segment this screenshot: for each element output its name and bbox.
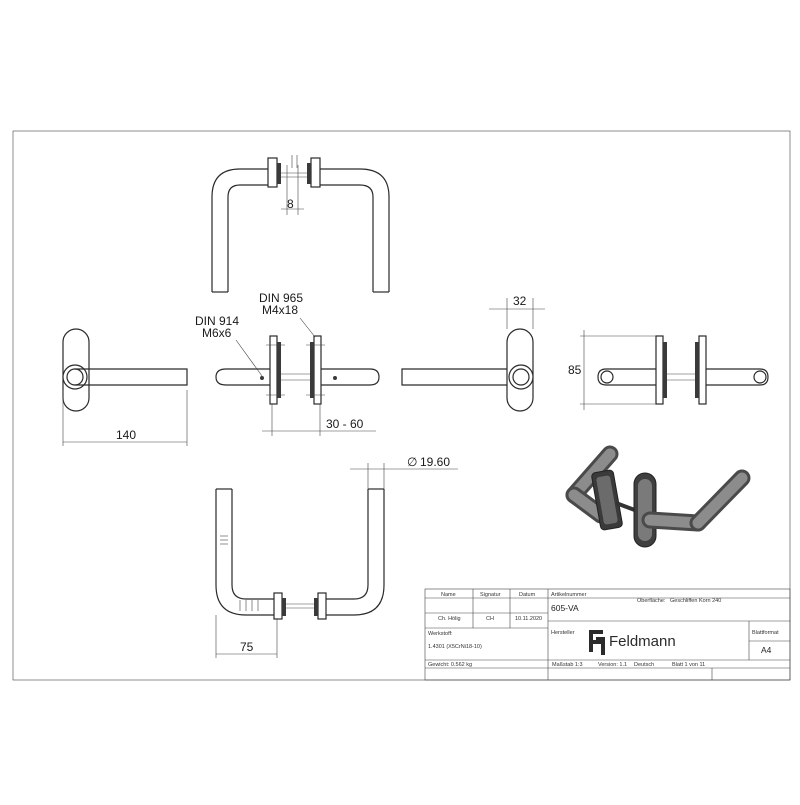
tb-weight: Gewicht: 0.562 kg bbox=[428, 662, 472, 668]
dim-rose-width: 32 bbox=[513, 294, 527, 308]
tb-material-label: Werkstoff: bbox=[428, 631, 453, 637]
tb-row1-date: 10.11.2020 bbox=[515, 616, 542, 622]
center-rose-right bbox=[313, 335, 322, 405]
far-lever-right bbox=[700, 368, 769, 386]
bottom-view: 75 ∅ 19.60 bbox=[215, 455, 458, 658]
top-right-lever bbox=[318, 168, 390, 292]
dim-offset: 75 bbox=[240, 640, 254, 654]
isometric-view bbox=[565, 445, 751, 548]
title-block: Name Signatur Datum Artikelnummer Oberfl… bbox=[424, 588, 791, 681]
dim-lever-length: 140 bbox=[116, 428, 136, 442]
tb-header-article-label: Artikelnummer bbox=[551, 592, 587, 598]
tb-header-date: Datum bbox=[519, 592, 536, 598]
top-rose-left bbox=[267, 157, 278, 188]
tb-surface-label: Oberfläche: bbox=[637, 598, 666, 604]
tb-surface-value: Geschliffen Korn 240 bbox=[670, 598, 721, 604]
far-rose-left bbox=[655, 335, 664, 405]
top-left-lever bbox=[211, 168, 270, 292]
sheet-border bbox=[12, 130, 791, 681]
label-din965-line2: M4x18 bbox=[262, 303, 298, 317]
dim-rose-gap: 8 bbox=[287, 197, 294, 211]
feldmann-logo-icon bbox=[589, 630, 605, 655]
side-view-left: 140 bbox=[62, 328, 188, 446]
dim-rose-height: 85 bbox=[568, 363, 582, 377]
side-view-far-right: 85 bbox=[568, 330, 769, 410]
dim-diameter: 19.60 bbox=[420, 455, 450, 469]
tb-sheet-format-value: A4 bbox=[761, 645, 772, 655]
side-view-right: 32 bbox=[401, 294, 545, 412]
brand-name: Feldmann bbox=[609, 633, 676, 650]
tb-scale: Maßstab 1:3 bbox=[552, 662, 583, 668]
dim-diameter-symbol: ∅ bbox=[407, 455, 417, 469]
label-din914-line2: M6x6 bbox=[202, 326, 232, 340]
tb-material-value: 1.4301 (X5CrNi18-10) bbox=[428, 644, 482, 650]
tb-version: Version: 1.1 bbox=[598, 662, 627, 668]
bottom-left-lever bbox=[215, 489, 276, 616]
label-din965-line1: DIN 965 bbox=[259, 291, 303, 305]
tb-row1-signature: CH bbox=[486, 616, 494, 622]
tb-sheet-format-label: Blattformat bbox=[752, 630, 779, 636]
tb-article-number: 605-VA bbox=[551, 603, 579, 613]
top-view: 8 bbox=[211, 155, 390, 293]
tb-row1-name: Ch. Hölig bbox=[438, 616, 461, 622]
far-lever-left bbox=[597, 368, 660, 386]
label-din914-line1: DIN 914 bbox=[195, 314, 239, 328]
center-lever-right bbox=[315, 368, 380, 386]
center-rose-left bbox=[269, 335, 278, 405]
center-section-view: DIN 914 M6x6 DIN 965 M4x18 30 - 60 bbox=[195, 291, 380, 436]
tb-manufacturer-label: Hersteller bbox=[551, 630, 575, 636]
lever-side-left bbox=[75, 368, 188, 386]
tb-language: Deutsch bbox=[634, 662, 654, 668]
tb-sheet-number: Blatt 1 von 11 bbox=[672, 662, 705, 668]
top-rose-right bbox=[310, 157, 321, 188]
dim-door-range: 30 - 60 bbox=[326, 417, 364, 431]
center-lever-left bbox=[215, 368, 275, 386]
far-rose-right bbox=[698, 335, 707, 405]
tb-header-name: Name bbox=[441, 592, 456, 598]
bottom-rose-left bbox=[273, 592, 283, 620]
tb-header-signature: Signatur bbox=[480, 592, 501, 598]
bottom-rose-right bbox=[317, 592, 327, 620]
lever-side-right bbox=[401, 368, 522, 386]
bottom-right-lever bbox=[320, 489, 385, 616]
